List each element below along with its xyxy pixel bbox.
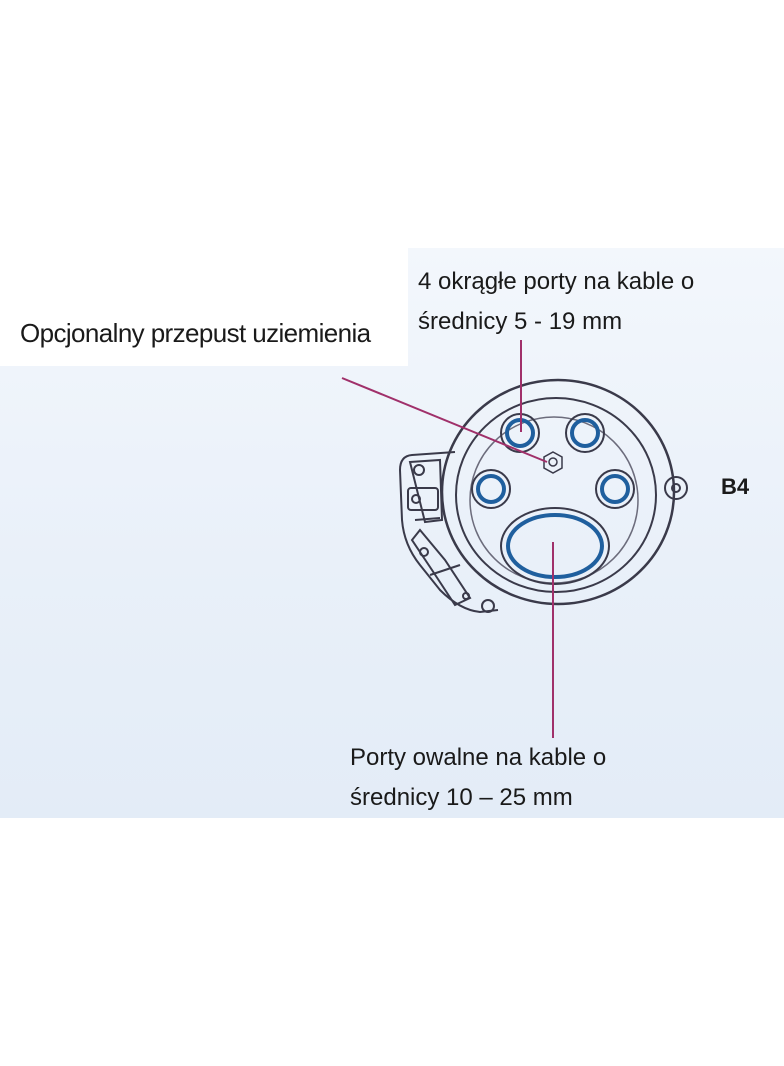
leader-grounding xyxy=(341,377,548,463)
round-ports-label-line2: średnicy 5 - 19 mm xyxy=(418,308,623,335)
round-ports-label-line1: 4 okrągłe porty na kable o xyxy=(418,268,695,295)
oval-ports-label-line1: Porty owalne na kable o xyxy=(350,744,607,771)
grounding-passthrough-label: Opcjonalny przepust uziemienia xyxy=(20,318,371,348)
oval-ports-label: Porty owalne na kable o średnicy 10 – 25… xyxy=(350,738,606,818)
round-port-3 xyxy=(471,469,511,509)
oval-ports-label-line2: średnicy 10 – 25 mm xyxy=(350,784,573,811)
latch-bracket xyxy=(398,451,499,614)
mounting-lug xyxy=(664,476,688,500)
round-ports-label: 4 okrągłe porty na kable o średnicy 5 - … xyxy=(418,262,694,342)
grounding-passthrough xyxy=(543,451,563,474)
model-label: B4 xyxy=(721,474,750,499)
label-backdrop xyxy=(0,248,408,366)
round-port-2 xyxy=(565,413,605,453)
round-port-4 xyxy=(595,469,635,509)
leader-lines xyxy=(341,340,554,738)
round-ports xyxy=(471,413,635,509)
oval-port xyxy=(500,507,610,585)
